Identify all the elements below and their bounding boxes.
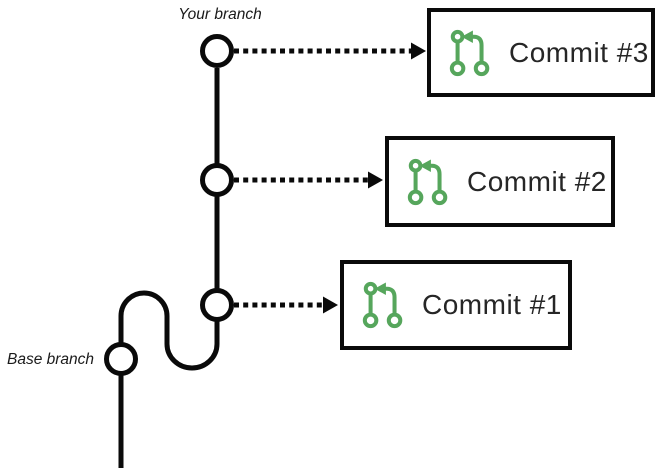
commit-node-1 xyxy=(200,288,234,322)
commit-node-3 xyxy=(200,34,234,68)
commit-box-1: Commit #1 xyxy=(340,260,572,350)
git-branch-compare-icon xyxy=(449,29,490,76)
commit-node-2 xyxy=(200,163,234,197)
arrowhead-icon xyxy=(323,296,338,314)
base-branch-label: Base branch xyxy=(7,351,95,368)
commit-label: Commit #3 xyxy=(509,36,649,68)
git-branch-compare-icon xyxy=(362,281,403,329)
git-branch-compare-icon xyxy=(407,158,448,205)
arrowhead-icon xyxy=(368,171,383,189)
your-branch-label: Your branch xyxy=(178,6,262,23)
base-branch-node xyxy=(104,342,138,376)
commit-label: Commit #2 xyxy=(467,165,607,197)
commit-box-2: Commit #2 xyxy=(385,136,615,227)
commit-label: Commit #1 xyxy=(422,289,562,320)
arrowhead-icon xyxy=(411,42,426,60)
commit-box-3: Commit #3 xyxy=(427,8,655,97)
branch-merge-curve xyxy=(118,290,220,371)
